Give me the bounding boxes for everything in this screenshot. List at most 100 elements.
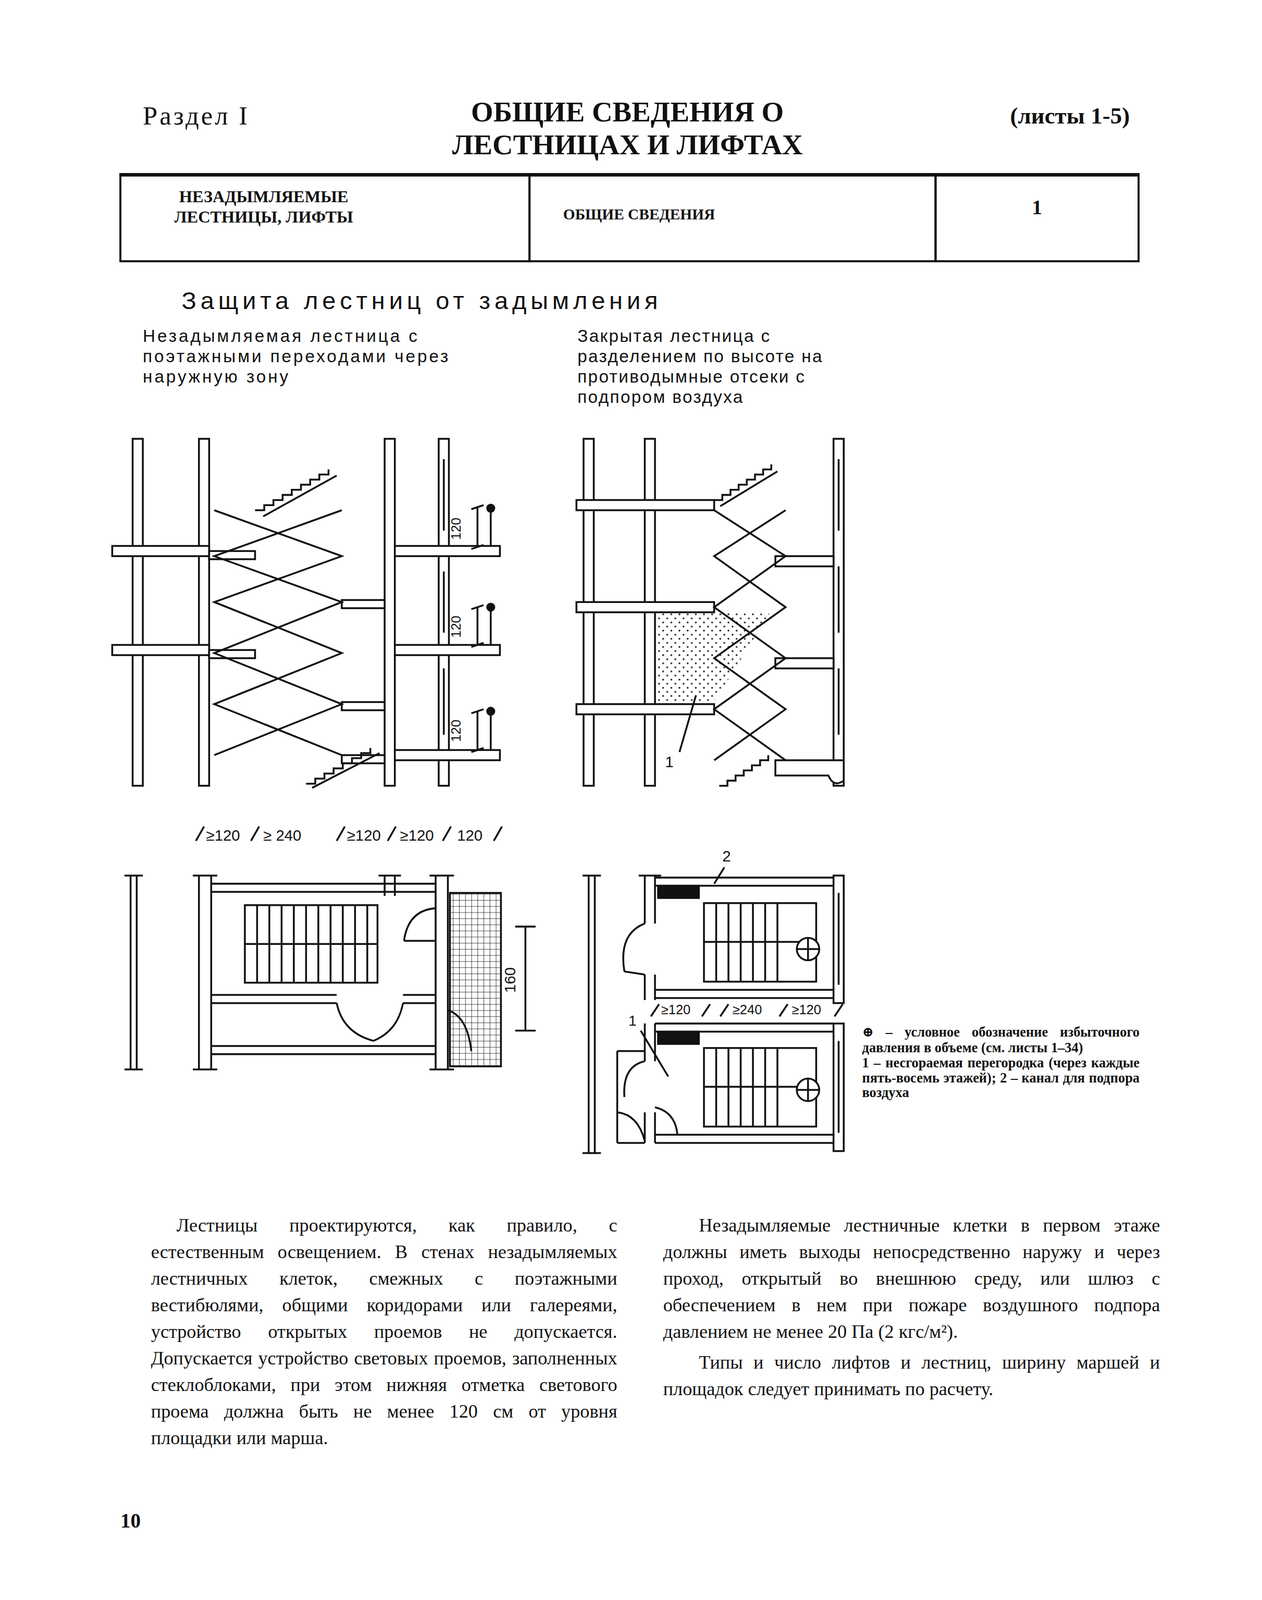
dimension: 120 xyxy=(448,719,466,742)
plan-right-line xyxy=(654,1023,834,1143)
legend-note: 1 – несгораемая перегородка (через кажды… xyxy=(862,1056,1141,1101)
section-left-line xyxy=(394,749,501,761)
dimension: ≥120 xyxy=(400,826,435,846)
section-left-line xyxy=(442,667,445,735)
dimension: ≥120 xyxy=(206,826,241,846)
section-right-line xyxy=(576,601,714,613)
legend-note: ⊕ – условное обозначение избыточного дав… xyxy=(862,1025,1141,1056)
plan-left-line xyxy=(378,875,401,896)
plan-right-line xyxy=(658,1031,699,1044)
section-right-line xyxy=(576,499,714,511)
section-left-line xyxy=(487,504,495,512)
plan-right-line xyxy=(623,923,645,975)
cell-text: НЕЗАДЫМЛЯЕМЫЕ ЛЕСТНИЦЫ, ЛИФТЫ xyxy=(162,186,366,228)
dimension: 120 xyxy=(448,615,466,638)
section-left-line xyxy=(394,546,501,557)
header-cell: 1 xyxy=(934,174,1141,263)
section-left-line xyxy=(263,475,337,516)
dimension: 120 xyxy=(448,517,466,540)
section-left-line xyxy=(214,510,342,756)
section-right-line xyxy=(714,510,786,761)
section-right-line xyxy=(837,566,840,633)
dimension: 120 xyxy=(456,826,483,846)
section-right-line xyxy=(720,471,778,507)
section-left-line xyxy=(471,504,484,752)
section-right-line xyxy=(837,459,840,531)
plan-right-line xyxy=(714,867,725,884)
figure-heading: Защита лестниц от задымления xyxy=(181,285,663,317)
body-paragraph: Незадымляемые лестничные клетки в первом… xyxy=(663,1211,1161,1345)
plan-right-line xyxy=(796,937,820,960)
plan-right-line xyxy=(658,885,699,898)
header-cell: ОБЩИЕ СВЕДЕНИЯ xyxy=(528,174,937,263)
plan-left xyxy=(124,826,536,1070)
section-right-line xyxy=(719,755,769,786)
dimension: 160 xyxy=(500,966,521,993)
callout-number: 2 xyxy=(722,846,731,866)
plan-right-line xyxy=(582,875,601,1154)
section-left-line xyxy=(487,603,495,611)
plan-right-line xyxy=(796,937,820,960)
cell-text: ОБЩИЕ СВЕДЕНИЯ xyxy=(563,205,925,224)
section-left-line xyxy=(312,752,380,788)
plan-right-line xyxy=(837,1040,840,1133)
plan-left-line xyxy=(124,875,143,1070)
section-left-line xyxy=(112,546,209,557)
section-left-line xyxy=(442,459,445,531)
section-right xyxy=(576,438,844,786)
section-left-line xyxy=(112,644,209,655)
plan-right-line xyxy=(833,875,845,1004)
plan-left-line xyxy=(211,883,436,1055)
plan-left-line xyxy=(244,905,378,983)
plan-right-line xyxy=(617,1060,646,1141)
plan-left-line xyxy=(449,892,501,1067)
section-left-line xyxy=(489,713,492,750)
section-right-line xyxy=(775,760,844,784)
section-left-line xyxy=(199,438,210,786)
plan-right-line xyxy=(654,877,834,998)
section-right-line xyxy=(714,464,772,501)
figure-subtitle: Закрытая лестница с разделением по высот… xyxy=(577,326,874,409)
plan-left-line xyxy=(256,905,367,983)
section-left-line xyxy=(255,469,329,511)
header-cell: НЕЗАДЫМЛЯЕМЫЕ ЛЕСТНИЦЫ, ЛИФТЫ xyxy=(119,174,531,263)
page-number: 10 xyxy=(120,1507,141,1534)
section-left-line xyxy=(438,438,450,786)
body-paragraph: Типы и число лифтов и лестниц, ширину ма… xyxy=(663,1348,1161,1402)
section-left-line xyxy=(384,438,395,786)
plan-right-line xyxy=(640,1030,669,1077)
plan-right-line xyxy=(716,1047,778,1127)
figure-subtitle: Незадымляемая лестница с поэтажными пере… xyxy=(142,326,496,388)
section-right-line xyxy=(837,667,840,735)
section-left-line xyxy=(214,510,342,756)
section-number: Раздел I xyxy=(142,100,250,134)
dimension: ≥120 xyxy=(791,1001,821,1019)
section-right-line xyxy=(679,695,696,752)
sheet-range: (листы 1-5) xyxy=(1009,102,1130,132)
plan-right-line xyxy=(716,902,778,982)
plan-right-line xyxy=(654,1106,678,1135)
page-title: ОБЩИЕ СВЕДЕНИЯ О ЛЕСТНИЦАХ И ЛИФТАХ xyxy=(402,95,852,162)
section-right-line xyxy=(833,438,845,786)
plan-right xyxy=(582,867,844,1153)
plan-right-line xyxy=(796,1078,820,1101)
callout-number: 1 xyxy=(665,752,674,773)
dimension: ≥ 240 xyxy=(263,826,302,846)
section-right-line xyxy=(714,510,786,761)
section-left-line xyxy=(341,701,385,711)
section-left-line xyxy=(489,510,492,547)
plan-right-line xyxy=(837,892,840,985)
callout-number: 1 xyxy=(628,1011,637,1030)
plan-left-line xyxy=(403,908,436,942)
section-left-line xyxy=(489,609,492,646)
section-left-line xyxy=(341,599,385,609)
plan-left-line xyxy=(192,875,218,1070)
plan-left-line xyxy=(244,942,378,945)
dimension: ≥120 xyxy=(347,826,381,846)
section-left-line xyxy=(305,747,370,784)
plan-left-line xyxy=(336,1003,403,1041)
section-left-line xyxy=(442,571,445,633)
plan-left-line xyxy=(515,926,536,1031)
dimension: ≥240 xyxy=(732,1001,762,1019)
section-left-line xyxy=(394,644,501,655)
